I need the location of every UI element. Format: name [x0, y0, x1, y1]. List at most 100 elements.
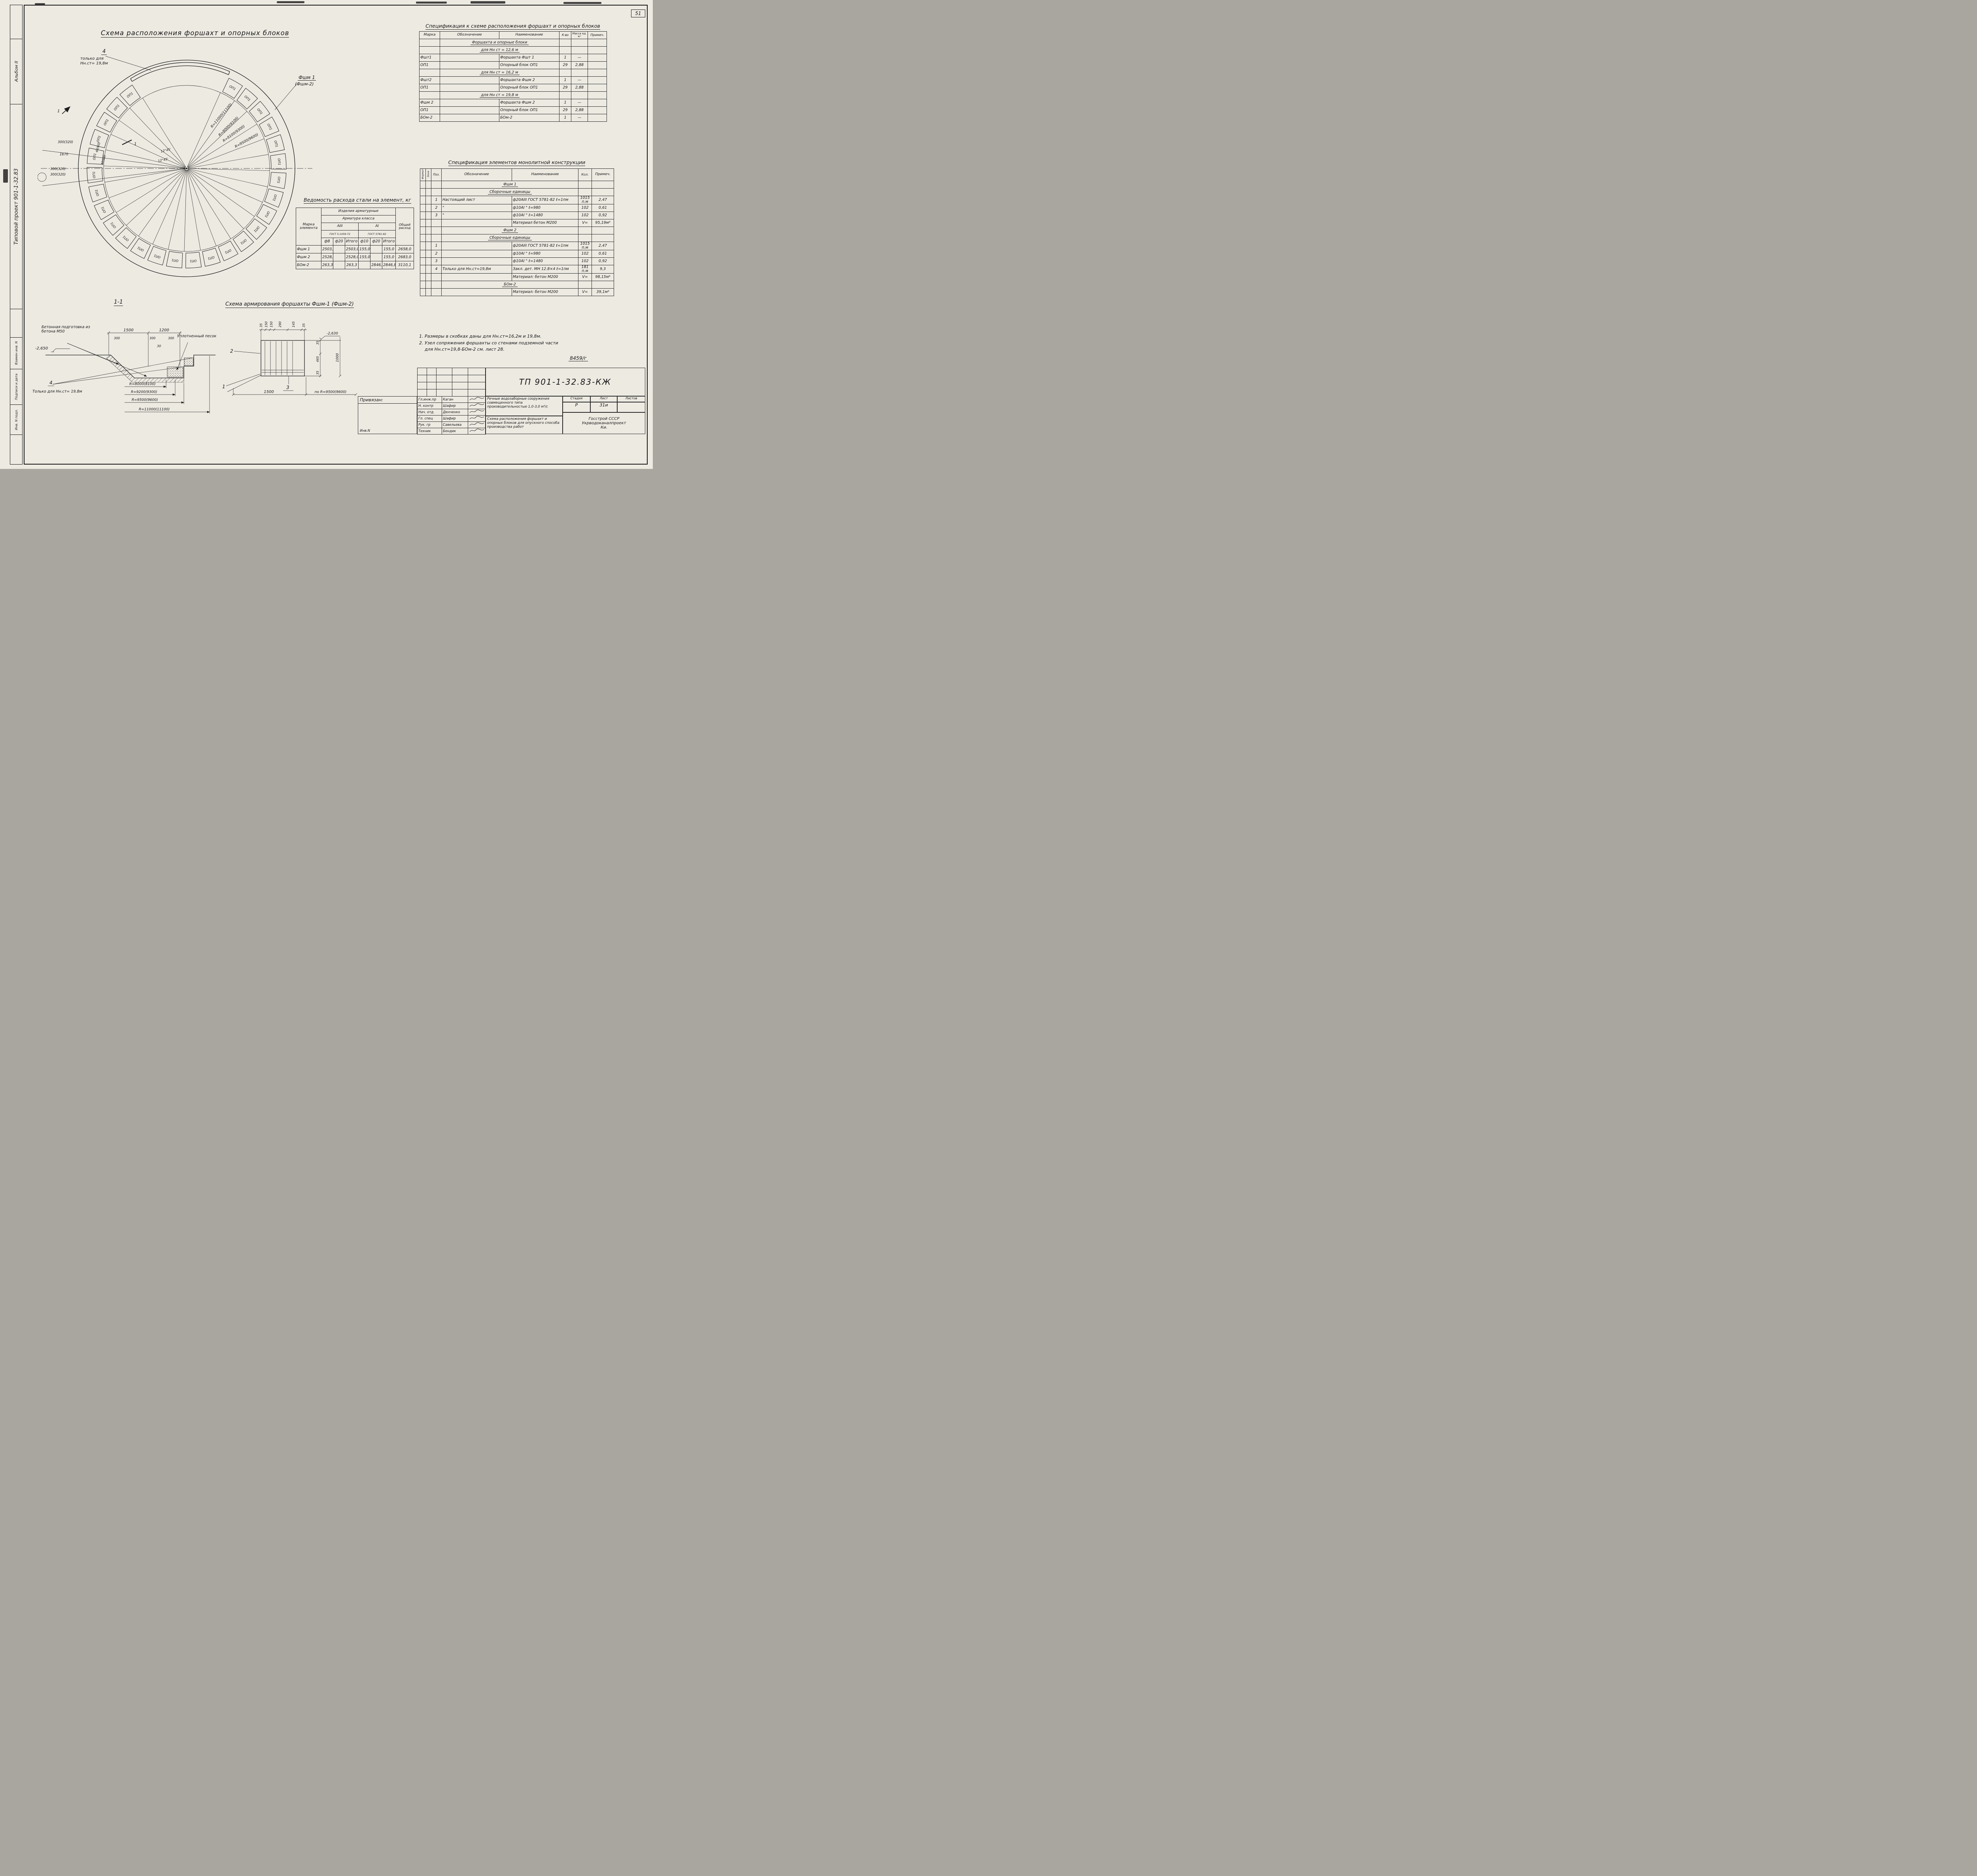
table-cell: [431, 288, 442, 296]
table-cell: 3: [431, 257, 442, 265]
title-block: ТП 901-1-32.83-КЖ Привязан: Инв.N Гл.инж…: [358, 367, 645, 435]
mark-leader: [227, 375, 261, 392]
table-cell: [420, 211, 426, 219]
table-cell: [333, 261, 345, 269]
table-cell: 2: [431, 249, 442, 258]
org-line: Ки.: [601, 425, 607, 430]
inner-circle: [103, 85, 270, 252]
table-cell: 2,47: [592, 195, 614, 204]
item4-arc: [132, 65, 229, 82]
table-cell: Фшт2: [419, 76, 440, 84]
block-label: ОП1: [277, 158, 281, 165]
concrete-label: Бетонная подготовка из бетона М50: [42, 325, 90, 334]
table-cell: 263,3: [321, 261, 333, 269]
revision-cell: [436, 382, 452, 389]
detail-bubble: [38, 172, 47, 182]
callout-leader: [274, 84, 297, 110]
sand-fill: [167, 367, 183, 378]
radial-spoke: [126, 169, 186, 226]
project-description: Речные водозаборные сооружения совмещенн…: [485, 396, 563, 416]
dim-label: 35: [259, 323, 263, 327]
support-block: [202, 247, 221, 267]
table-cell: ОП1: [419, 106, 440, 114]
dim-label: 300(320): [50, 167, 66, 171]
support-block: [119, 85, 141, 106]
note-line: 1. Размеры в скобках даны для Нн.ст=16,2…: [419, 334, 542, 339]
radial-spoke: [187, 170, 231, 239]
radial-spoke: [129, 108, 186, 168]
sheets-label: Листов: [617, 396, 645, 402]
group-heading: Фшм 1: [501, 182, 518, 187]
dim-label: 150: [265, 321, 268, 327]
table-cell: [588, 114, 607, 122]
table-cell: [425, 241, 431, 250]
table-cell: —: [571, 99, 588, 107]
table-cell: [441, 273, 512, 281]
table-cell: [420, 234, 426, 242]
dim-label: 290: [278, 321, 282, 327]
table-cell: [441, 219, 512, 227]
signature-scribble: [469, 422, 484, 426]
radial-spoke: [119, 120, 185, 168]
table-cell: [588, 99, 607, 107]
table-cell: [420, 273, 426, 281]
table-cell: Итого: [382, 238, 396, 246]
note-line: 2. Узел сопряжения форшахты со стенами п…: [419, 340, 558, 346]
scan-mark: [471, 1, 505, 4]
table-cell: Форшахта Фшт 1: [499, 54, 559, 62]
table-cell: Фшм 2: [296, 253, 321, 261]
spec-monolith-section: Спецификация элементов монолитной констр…: [420, 158, 614, 296]
table-cell: для Нн ст = 19,8 м: [440, 91, 559, 99]
support-block: [130, 238, 151, 259]
table-cell: [425, 273, 431, 281]
table-cell: [425, 195, 431, 204]
strip-project-label: Типовой проект 901-1-32.83: [13, 168, 19, 245]
scan-mark: [3, 169, 8, 183]
radial-spoke: [187, 111, 247, 168]
block-label: ОП1: [207, 255, 215, 261]
block-label: ОП1: [137, 246, 145, 252]
table-cell: ОП1: [419, 61, 440, 69]
table-cell: 2846,8: [382, 261, 396, 269]
table-row: Форшахта и опорные блоки: [419, 39, 607, 47]
table-cell: [440, 99, 499, 107]
table-cell: Материал: бетон М200: [512, 273, 578, 281]
radial-spoke: [142, 98, 186, 167]
table-cell: для Нн ст = 12,6 м: [440, 46, 559, 54]
support-block: [222, 78, 243, 99]
revision-cell: [467, 382, 486, 389]
block-label: ОП1: [122, 235, 130, 242]
table-cell: 155,0: [358, 253, 370, 261]
dim-label: 35: [316, 341, 319, 345]
role-name: Савельева: [442, 421, 468, 428]
table-cell: 1: [559, 99, 571, 107]
sheet-description: Схема расположения форшахт и опорных бло…: [485, 416, 563, 434]
item4-leader: [105, 56, 151, 71]
item4-leader: [52, 367, 183, 385]
table-cell: Материал: бетон М200: [512, 288, 578, 296]
table-cell: 4: [431, 264, 442, 274]
table-cell: 263,3: [345, 261, 359, 269]
table-cell: [419, 91, 440, 99]
radial-spoke: [111, 134, 185, 168]
table-cell: БОм-2: [499, 114, 559, 122]
dim-label: 1500: [123, 328, 133, 333]
table-cell: [431, 280, 442, 289]
table-cell: [425, 280, 431, 289]
table-cell: V=: [578, 273, 592, 281]
radius-label: R=9500(9600): [234, 133, 259, 149]
table-cell: Фшм 2: [419, 99, 440, 107]
dim-label: 300(320): [58, 140, 74, 144]
support-block: [88, 184, 107, 202]
group-heading: БОм-2: [502, 282, 518, 287]
signature: [468, 421, 486, 428]
revision-cell: [452, 367, 468, 375]
